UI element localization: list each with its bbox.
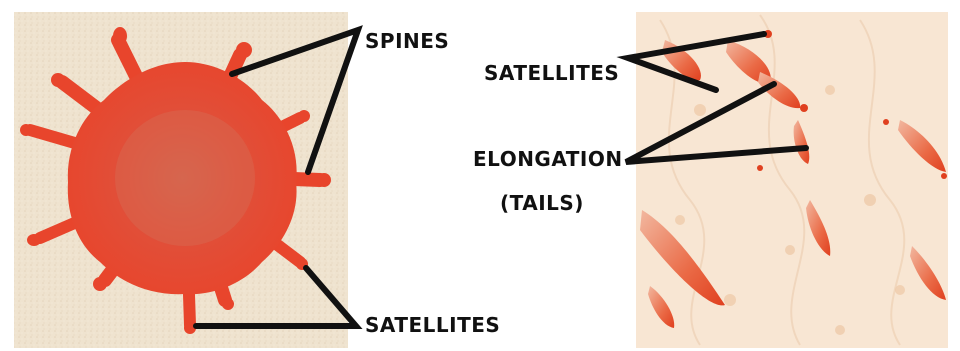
label-satellites-top: SATELLITES — [484, 61, 619, 85]
stain-center — [115, 110, 255, 246]
satellite-dot-5 — [941, 173, 947, 179]
label-satellites-bottom: SATELLITES — [365, 313, 500, 337]
right-panel — [626, 12, 948, 348]
label-spines: SPINES — [365, 29, 449, 53]
label-elongation: ELONGATION — [473, 147, 623, 171]
satellite-dot-3 — [883, 119, 889, 125]
satellite-dot-4 — [757, 165, 763, 171]
label-tails: (TAILS) — [500, 191, 584, 215]
left-panel — [14, 12, 358, 348]
satellite-dot-2 — [800, 104, 808, 112]
